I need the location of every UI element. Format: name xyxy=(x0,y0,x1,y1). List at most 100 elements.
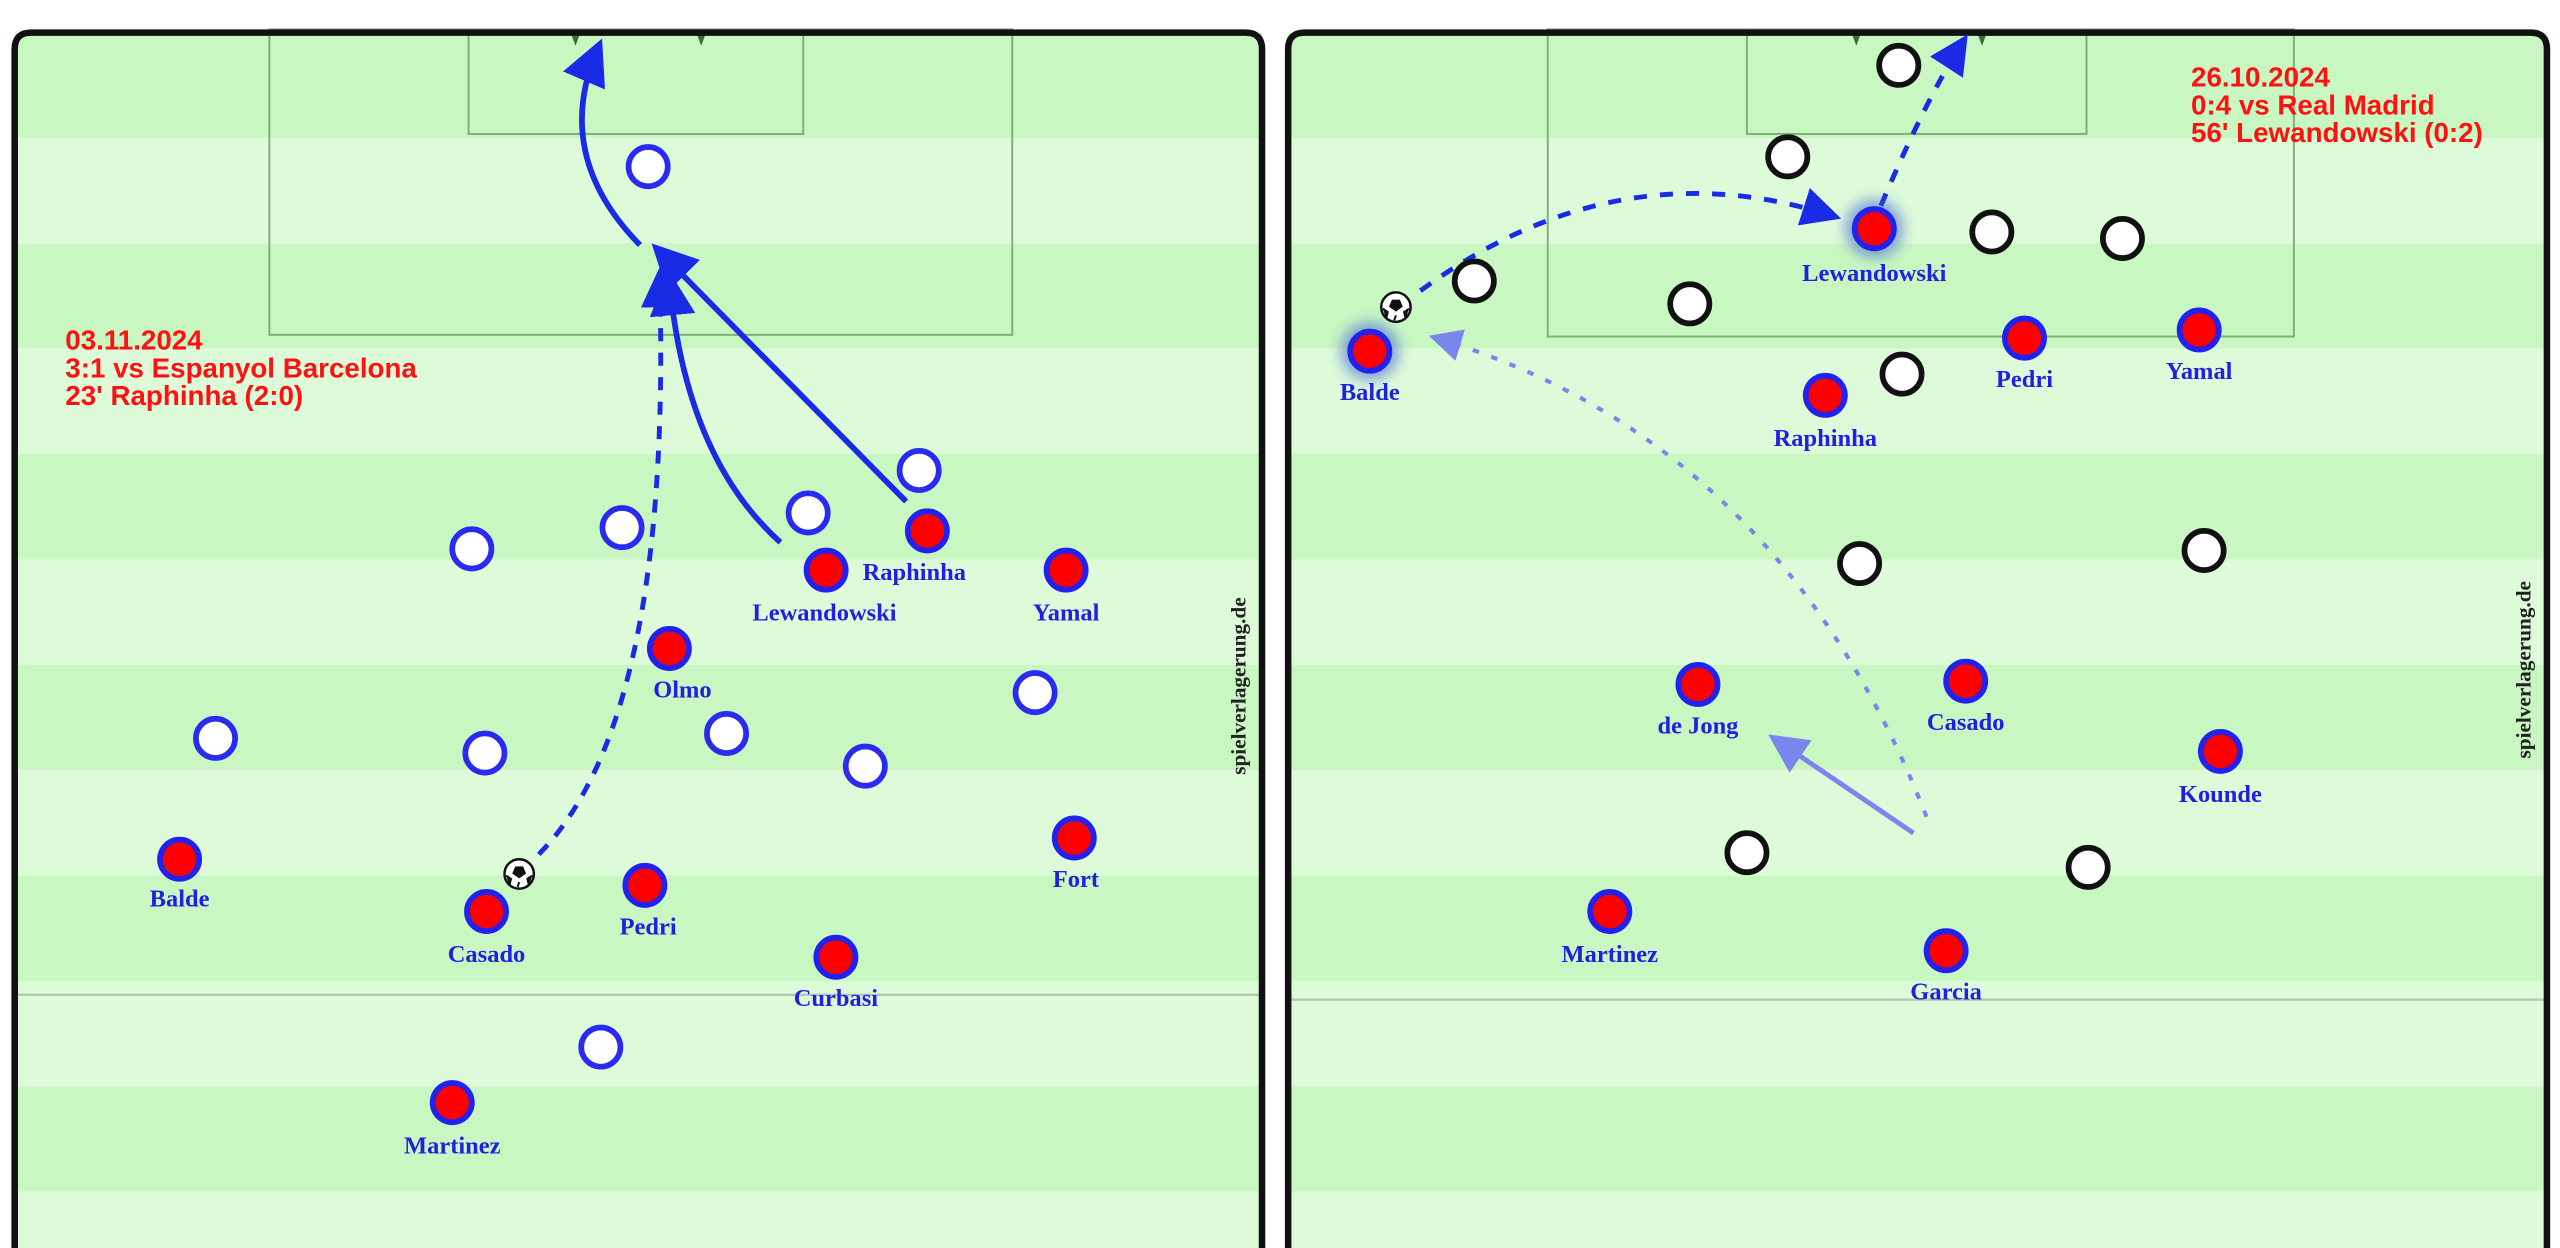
pitch-stripe xyxy=(1288,559,2547,665)
watermark: spielverlagerung.de xyxy=(1227,597,1251,774)
team-player xyxy=(1923,928,1969,974)
pitch-stripe xyxy=(14,1086,1263,1192)
pass-arrow xyxy=(1418,188,1842,293)
opponent-player xyxy=(896,447,942,493)
team-player xyxy=(1851,206,1897,252)
match-info-line: 26.10.2024 xyxy=(2191,62,2330,93)
opponent-player xyxy=(462,730,508,776)
player-label: Garcia xyxy=(1910,979,1982,1006)
pitch-stripe xyxy=(1288,138,2547,244)
team-player xyxy=(813,934,859,980)
match-info-line: 3:1 vs Espanyol Barcelona xyxy=(65,352,417,383)
team-player xyxy=(803,547,849,593)
opponent-player xyxy=(2065,844,2111,890)
pitch-border xyxy=(11,29,1266,1248)
ball-pattern xyxy=(1382,299,1410,321)
player-label: Balde xyxy=(1340,379,1400,406)
player-label: Martinez xyxy=(1562,941,1659,968)
match-info-line: 0:4 vs Real Madrid xyxy=(2191,89,2435,120)
opponent-player xyxy=(842,743,888,789)
opponent-player xyxy=(2100,216,2145,261)
pitch-stripe xyxy=(14,770,1263,876)
player-label: Olmo xyxy=(653,677,711,704)
player-label: Fort xyxy=(1053,866,1100,893)
pitch-stripe xyxy=(14,1191,1263,1248)
team-player xyxy=(646,626,692,671)
ball-icon xyxy=(503,858,536,890)
player-label: Raphinha xyxy=(1774,425,1877,452)
opponent-player xyxy=(704,710,749,756)
ball-icon xyxy=(1380,291,1412,324)
pass-arrow xyxy=(537,267,681,857)
player-label: Lewandowski xyxy=(1802,260,1946,287)
team-player xyxy=(1675,661,1721,707)
opponent-player xyxy=(578,1024,624,1070)
player-label: Lewandowski xyxy=(752,600,896,627)
player-label: Yamal xyxy=(2166,358,2233,385)
run-arrow xyxy=(1768,734,1915,836)
run-arrow xyxy=(649,269,783,545)
team-player xyxy=(1043,547,1089,593)
pitch-stripe xyxy=(14,980,1263,1087)
team-player xyxy=(429,1080,475,1126)
player-label: Balde xyxy=(150,886,210,913)
opponent-player xyxy=(1765,134,1811,180)
team-player xyxy=(2197,728,2243,774)
pitch-stripe xyxy=(14,32,1263,139)
opponent-player xyxy=(625,144,671,190)
pitch-stripe xyxy=(14,243,1263,349)
team-player xyxy=(1943,658,1989,704)
opponent-player xyxy=(1667,281,1713,327)
opponent-player xyxy=(599,505,645,551)
pitch-stripe xyxy=(1288,875,2547,981)
match-info-line: 23' Raphinha (2:0) xyxy=(65,380,303,411)
pass-arrow xyxy=(1878,34,1968,207)
opponent-player xyxy=(1837,541,1883,587)
opponent-player xyxy=(2181,528,2227,573)
player-label: Yamal xyxy=(1033,600,1100,627)
pitch-stripe xyxy=(1288,243,2547,349)
match-info-line: 56' Lewandowski (0:2) xyxy=(2191,117,2483,148)
opponent-player xyxy=(1724,830,1770,876)
opponent-player xyxy=(1876,42,1922,88)
player-label: Raphinha xyxy=(863,559,966,586)
pitch-border xyxy=(1284,29,2551,1248)
pass-arrow xyxy=(1428,329,1929,818)
run-arrow xyxy=(563,38,643,248)
team-player xyxy=(1587,889,1633,934)
team-player xyxy=(1802,372,1848,418)
player-label: Curbasi xyxy=(794,985,879,1012)
opponent-player xyxy=(449,526,495,572)
pitch-stripe xyxy=(1288,454,2547,560)
team-player xyxy=(904,508,950,554)
opponent-player xyxy=(1012,670,1058,716)
opponent-player xyxy=(1969,209,2015,255)
player-label: Kounde xyxy=(2179,781,2262,808)
match-info-line: 03.11.2024 xyxy=(65,325,203,356)
team-player xyxy=(2002,315,2047,361)
run-arrow xyxy=(651,243,909,504)
team-player xyxy=(622,862,668,908)
opponent-player xyxy=(785,490,831,536)
opponent-player xyxy=(1451,258,1497,304)
pitch-stripe xyxy=(14,348,1263,455)
pitch-stripe xyxy=(1288,770,2547,876)
pitch-stripe xyxy=(14,454,1263,560)
pitch-stripe xyxy=(1288,1191,2547,1248)
pitch-stripe xyxy=(1288,32,2547,139)
opponent-player xyxy=(1879,351,1925,397)
opponent-player xyxy=(193,715,238,761)
player-label: Casado xyxy=(448,941,526,968)
pitch-stripe xyxy=(1288,1086,2547,1192)
pitch-stripe xyxy=(1288,664,2547,771)
ball-pattern xyxy=(505,866,533,888)
player-label: Pedri xyxy=(1996,366,2053,393)
team-player xyxy=(464,889,509,934)
team-player xyxy=(1051,815,1097,861)
player-label: Pedri xyxy=(620,913,677,940)
player-label: Martinez xyxy=(404,1132,501,1159)
player-label: de Jong xyxy=(1657,712,1738,739)
